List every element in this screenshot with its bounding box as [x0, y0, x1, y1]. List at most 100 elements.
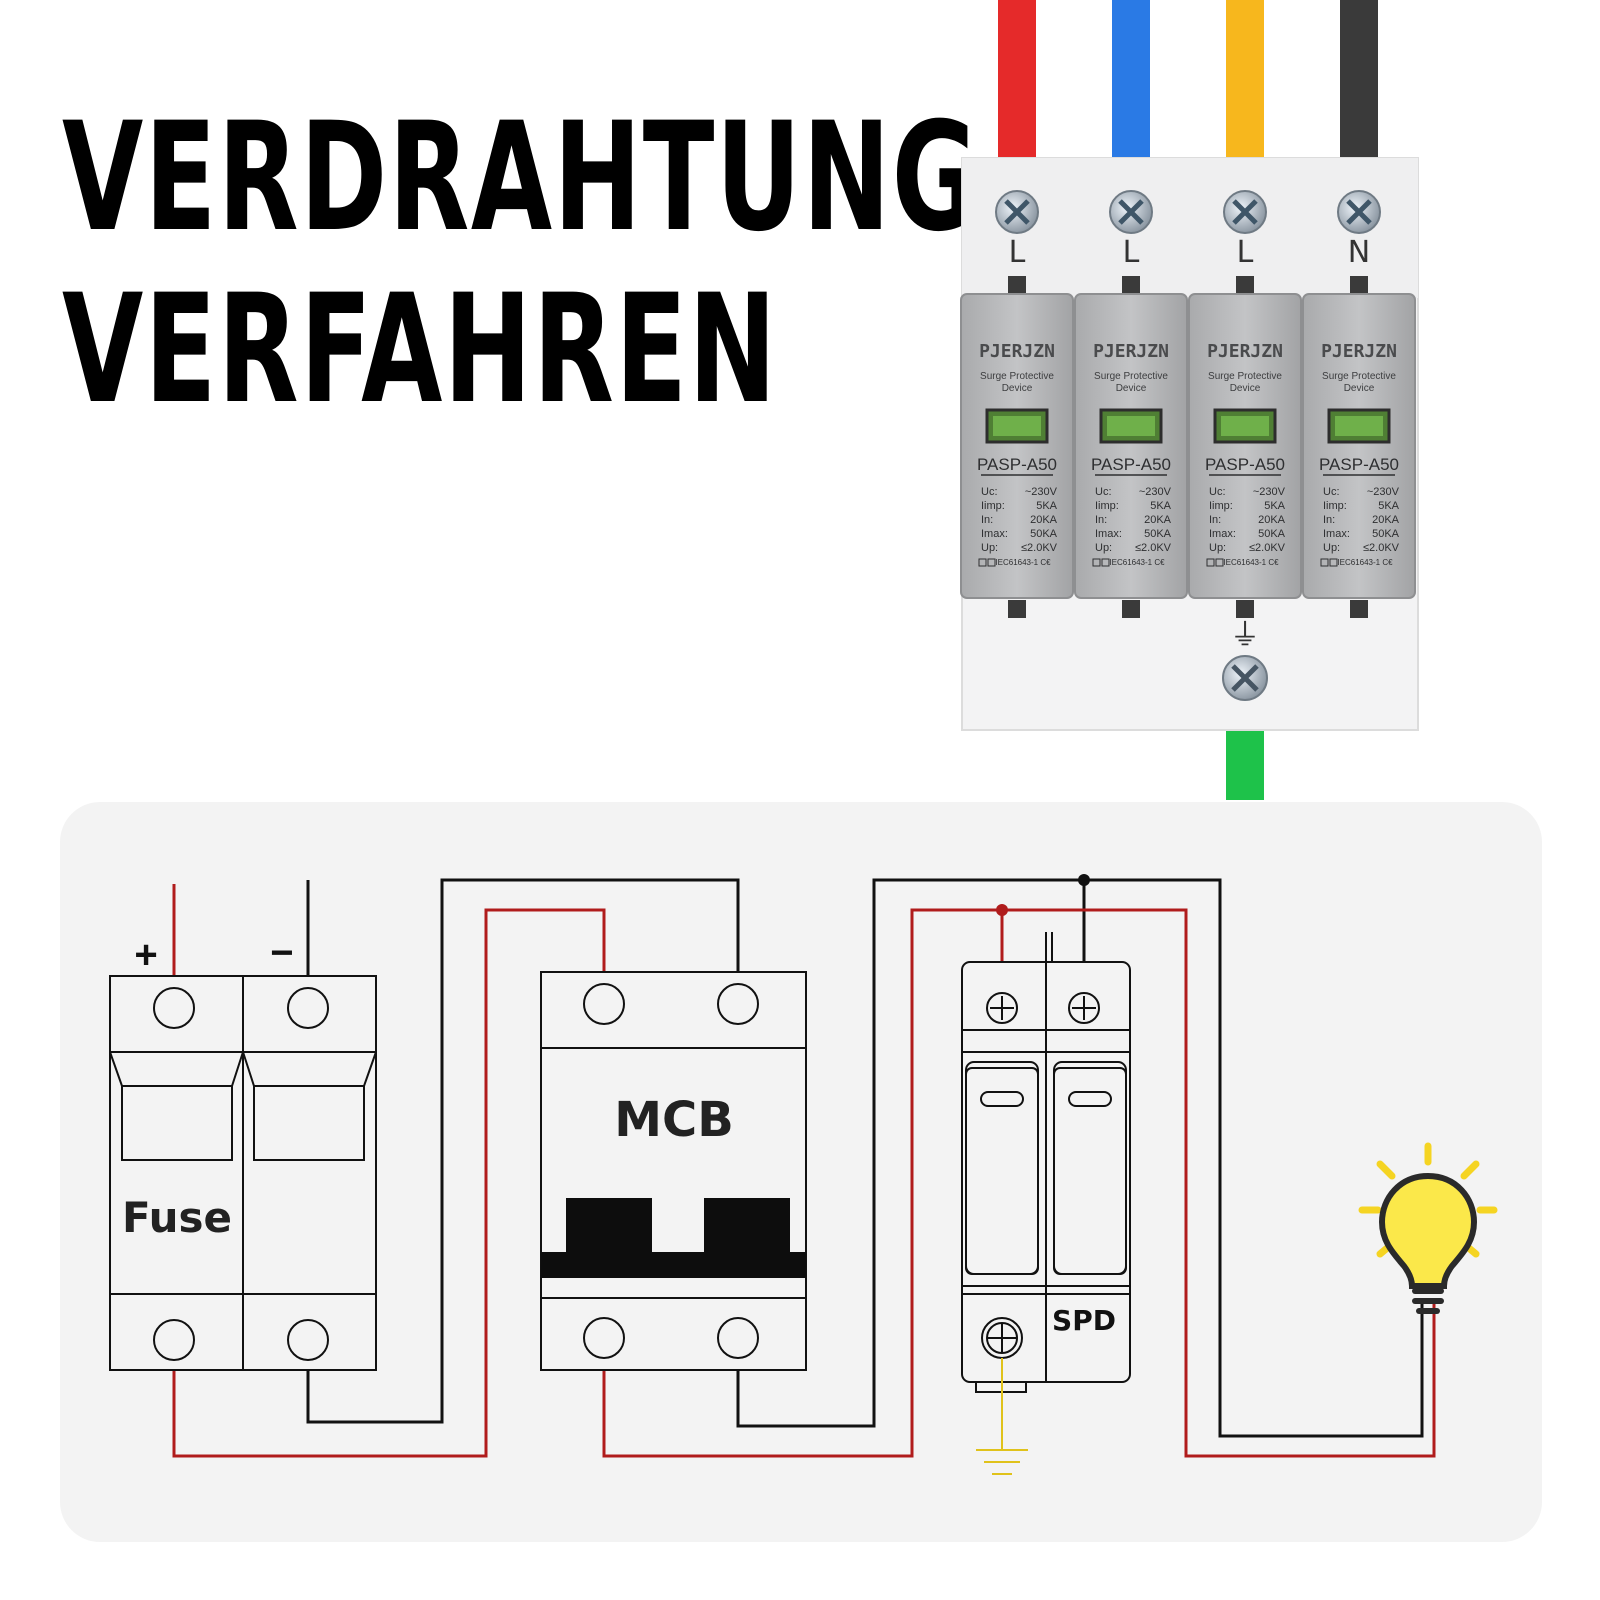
spec-value: 50KA: [1372, 528, 1400, 540]
spec-value: 50KA: [1030, 528, 1058, 540]
product-line-2: Device: [1116, 383, 1147, 394]
spec-key: In:: [1095, 514, 1107, 526]
spec-key: Uc:: [981, 486, 998, 498]
product-line-2: Device: [1344, 383, 1375, 394]
mcb-terminal-top-neg: [717, 983, 759, 1025]
spec-key: Imax:: [1095, 528, 1122, 540]
standard-label: IEC61643-1 C€: [1337, 558, 1393, 567]
model-label: PASP-A50: [1205, 455, 1285, 474]
plus-label: +: [134, 933, 157, 977]
spec-value: ~230V: [1253, 486, 1286, 498]
mcb-terminal-bottom-pos: [583, 1317, 625, 1359]
spd-module-3: PJERJZN Surge ProtectiveDevicePASP-A50Uc:…: [1188, 293, 1302, 599]
input-wires: [998, 0, 1378, 160]
product-line-1: Surge Protective: [1094, 371, 1168, 382]
fuse-terminal-top-neg: [287, 987, 329, 1029]
fuse-terminal-bottom-pos: [153, 1319, 195, 1361]
spec-key: Imax:: [1323, 528, 1350, 540]
spec-key: Uc:: [1095, 486, 1112, 498]
spec-key: Uc:: [1209, 486, 1226, 498]
spec-key: Up:: [1323, 542, 1340, 554]
spec-value: ≤2.0KV: [1363, 542, 1400, 554]
neg-wire-fuse-mcb: [306, 878, 740, 1424]
ground-terminal: ⏚: [1222, 602, 1268, 701]
top-terminal-3: L: [1223, 190, 1267, 618]
model-label: PASP-A50: [977, 455, 1057, 474]
terminal-label: L: [1123, 235, 1140, 270]
spec-key: Uc:: [1323, 486, 1340, 498]
model-label: PASP-A50: [1091, 455, 1171, 474]
spec-value: ≤2.0KV: [1135, 542, 1172, 554]
title-line-2: VERFAHREN: [62, 263, 778, 437]
spec-key: Iimp:: [1209, 500, 1233, 512]
ground-wire: [1226, 728, 1264, 800]
fuse-terminal-bottom-neg: [287, 1319, 329, 1361]
brand-label: PJERJZN: [1321, 341, 1397, 362]
spec-value: 20KA: [1144, 514, 1172, 526]
brand-label: PJERJZN: [1207, 341, 1283, 362]
top-terminal-2: L: [1109, 190, 1153, 618]
spec-key: Iimp:: [1095, 500, 1119, 512]
mcb-label: MCB: [614, 1092, 734, 1148]
top-terminal-4: N: [1337, 190, 1381, 618]
terminal-label: L: [1237, 235, 1254, 270]
spec-key: Iimp:: [1323, 500, 1347, 512]
spec-key: Up:: [981, 542, 998, 554]
product-line-2: Device: [1230, 383, 1261, 394]
pos-wire-mcb-spd: [602, 908, 1436, 1458]
standard-label: IEC61643-1 C€: [1109, 558, 1165, 567]
spec-value: ≤2.0KV: [1249, 542, 1286, 554]
spd-component: [961, 932, 1131, 1393]
spec-value: 50KA: [1144, 528, 1172, 540]
title-line-1: VERDRAHTUNG: [62, 91, 980, 265]
spec-key: Up:: [1209, 542, 1226, 554]
earth-ground-symbol: [976, 1358, 1028, 1475]
top-terminal-1: L: [995, 190, 1039, 618]
spec-key: In:: [1209, 514, 1221, 526]
spec-key: Up:: [1095, 542, 1112, 554]
spec-key: Imax:: [981, 528, 1008, 540]
spec-value: 5KA: [1264, 500, 1285, 512]
product-line-1: Surge Protective: [1208, 371, 1282, 382]
spec-key: In:: [981, 514, 993, 526]
spd-module-2: PJERJZN Surge ProtectiveDevicePASP-A50Uc:…: [1074, 293, 1188, 599]
spec-value: ~230V: [1367, 486, 1400, 498]
product-line-1: Surge Protective: [1322, 371, 1396, 382]
wire-l3: [1226, 0, 1264, 160]
neg-wire-mcb-spd: [736, 878, 1424, 1438]
terminal-label: N: [1348, 235, 1370, 270]
wire-l2: [1112, 0, 1150, 160]
product-line-2: Device: [1002, 383, 1033, 394]
fuse-component: [109, 975, 377, 1371]
spec-value: 20KA: [1258, 514, 1286, 526]
spd-terminal-top-pos: [986, 992, 1018, 1024]
spec-key: Iimp:: [981, 500, 1005, 512]
wiring-diagram: + − Fuse MCB: [109, 874, 1498, 1475]
standard-label: IEC61643-1 C€: [1223, 558, 1279, 567]
pos-wire-fuse-mcb: [172, 908, 606, 1458]
terminal-label: L: [1009, 235, 1026, 270]
spec-value: 20KA: [1372, 514, 1400, 526]
spec-key: Imax:: [1209, 528, 1236, 540]
minus-label: −: [270, 931, 293, 975]
spec-value: ~230V: [1139, 486, 1172, 498]
page-title: VERDRAHTUNG VERFAHREN: [62, 92, 979, 436]
spec-value: 50KA: [1258, 528, 1286, 540]
spd-label: SPD: [1052, 1304, 1116, 1337]
wire-l1: [998, 0, 1036, 160]
fuse-terminal-top-pos: [153, 987, 195, 1029]
product-line-1: Surge Protective: [980, 371, 1054, 382]
mcb-component: [540, 971, 807, 1371]
spec-value: 20KA: [1030, 514, 1058, 526]
spd-terminal-top-neg: [1068, 992, 1100, 1024]
mcb-switch-symbol: [541, 1198, 806, 1278]
wire-n: [1340, 0, 1378, 160]
spec-value: ~230V: [1025, 486, 1058, 498]
mcb-terminal-bottom-neg: [717, 1317, 759, 1359]
spec-value: ≤2.0KV: [1021, 542, 1058, 554]
brand-label: PJERJZN: [1093, 341, 1169, 362]
